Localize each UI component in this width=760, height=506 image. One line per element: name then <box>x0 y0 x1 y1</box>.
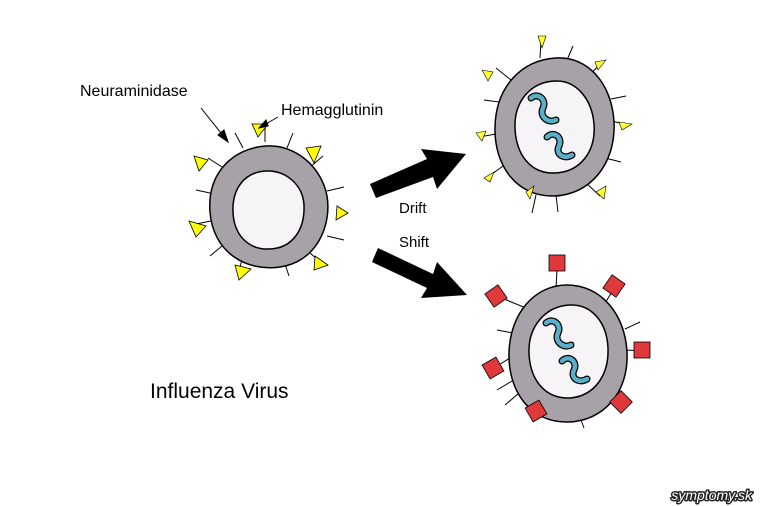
drift-arrow <box>370 149 466 198</box>
hemagglutinin-label: Hemagglutinin <box>281 102 383 119</box>
virus-original <box>188 123 349 281</box>
drifted-hemagglutinin-triangles <box>475 35 633 200</box>
neuraminidase-label: Neuraminidase <box>80 83 188 100</box>
virus-drift <box>475 35 633 214</box>
viral-core <box>528 304 609 399</box>
rna-strands <box>527 92 576 161</box>
diagram-caption: Influenza Virus <box>150 380 289 403</box>
viral-core <box>232 170 305 250</box>
shift-label: Shift <box>399 234 430 251</box>
drift-label: Drift <box>399 200 427 217</box>
viral-core <box>514 80 595 174</box>
svg-text:symptomy.sk: symptomy.sk <box>671 487 753 503</box>
label-pointers <box>200 107 279 144</box>
virus-shift <box>481 254 651 429</box>
rna-strands <box>542 317 591 385</box>
shift-arrow <box>372 248 467 298</box>
shifted-hemagglutinin-squares <box>481 254 651 423</box>
watermark: symptomy.sk symptomy.sk <box>670 486 755 505</box>
svg-text:symptomy.sk: symptomy.sk <box>671 487 753 503</box>
